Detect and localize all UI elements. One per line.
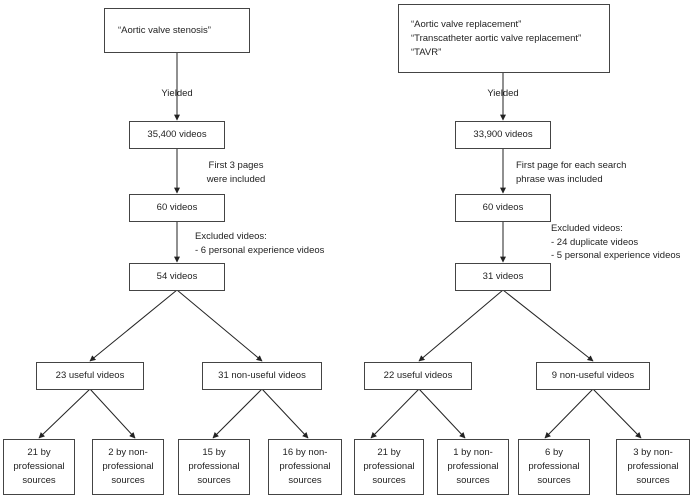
arrow-left-nonuseful-to-leaf4 xyxy=(261,388,309,439)
arrow-right-final-to-nonuseful xyxy=(502,289,594,362)
right-yielded-label: Yielded xyxy=(487,88,519,99)
left-leaf-professional-useful: 21 by professional sources xyxy=(3,439,75,495)
arrow-left-useful-to-leaf2 xyxy=(89,388,136,439)
left-nonuseful-videos-box: 31 non-useful videos xyxy=(202,362,322,390)
left-excluded-line-1: Excluded videos: xyxy=(195,231,267,242)
right-excluded-line-1: Excluded videos: xyxy=(551,223,623,234)
left-excluded-line-2: - 6 personal experience videos xyxy=(195,244,325,256)
left-total-videos-box: 35,400 videos xyxy=(129,121,225,149)
left-useful-videos-box: 23 useful videos xyxy=(36,362,144,390)
left-leaf-nonprofessional-useful: 2 by non- professional sources xyxy=(92,439,164,495)
arrow-right-useful-to-leaf1 xyxy=(370,388,420,439)
right-leaf-professional-useful: 21 by professional sources xyxy=(354,439,424,495)
left-screened-videos-box: 60 videos xyxy=(129,194,225,222)
left-inclusion-note: First 3 pages were included xyxy=(186,159,286,186)
left-search-box: “Aortic valve stenosis” xyxy=(104,8,250,53)
left-excluded-note: Excluded videos: - 6 personal experience… xyxy=(195,230,324,257)
right-excluded-note: Excluded videos: - 24 duplicate videos -… xyxy=(551,222,680,263)
right-leaf-professional-nonuseful: 6 by professional sources xyxy=(518,439,590,495)
arrow-right-nonuseful-to-leaf4 xyxy=(592,388,642,439)
right-leaf-nonprofessional-useful: 1 by non- professional sources xyxy=(437,439,509,495)
right-search-term-2: “Transcatheter aortic valve replacement” xyxy=(411,32,582,44)
right-inclusion-line-1: First page for each search xyxy=(516,160,627,171)
right-useful-videos-box: 22 useful videos xyxy=(364,362,472,390)
right-leaf-nonprofessional-nonuseful: 3 by non- professional sources xyxy=(616,439,690,495)
arrow-left-nonuseful-to-leaf3 xyxy=(212,388,263,439)
left-leaf-professional-nonuseful: 15 by professional sources xyxy=(178,439,250,495)
right-final-videos-box: 31 videos xyxy=(455,263,551,291)
right-inclusion-note: First page for each search phrase was in… xyxy=(516,159,626,186)
right-search-term-1: “Aortic valve replacement” xyxy=(411,18,522,30)
arrow-left-final-to-useful xyxy=(89,289,178,362)
left-inclusion-line-1: First 3 pages xyxy=(208,160,264,171)
left-yielded-label: Yielded xyxy=(161,88,193,99)
left-inclusion-line-2: were included xyxy=(206,173,266,185)
left-final-videos-box: 54 videos xyxy=(129,263,225,291)
arrow-right-final-to-useful xyxy=(418,289,504,362)
left-leaf-nonprofessional-nonuseful: 16 by non- professional sources xyxy=(268,439,342,495)
right-excluded-line-3: - 5 personal experience videos xyxy=(551,250,681,261)
right-search-term-3: “TAVR” xyxy=(411,46,442,58)
arrow-right-nonuseful-to-leaf3 xyxy=(544,388,594,439)
arrow-left-final-to-nonuseful xyxy=(176,289,263,362)
right-nonuseful-videos-box: 9 non-useful videos xyxy=(536,362,650,390)
right-inclusion-line-2: phrase was included xyxy=(516,173,603,185)
arrow-left-useful-to-leaf1 xyxy=(38,388,91,439)
left-search-term: “Aortic valve stenosis” xyxy=(118,24,211,36)
right-total-videos-box: 33,900 videos xyxy=(455,121,551,149)
right-excluded-line-2: - 24 duplicate videos xyxy=(551,236,639,248)
arrow-right-useful-to-leaf2 xyxy=(418,388,466,439)
right-search-box: “Aortic valve replacement” “Transcathete… xyxy=(398,4,610,73)
right-screened-videos-box: 60 videos xyxy=(455,194,551,222)
